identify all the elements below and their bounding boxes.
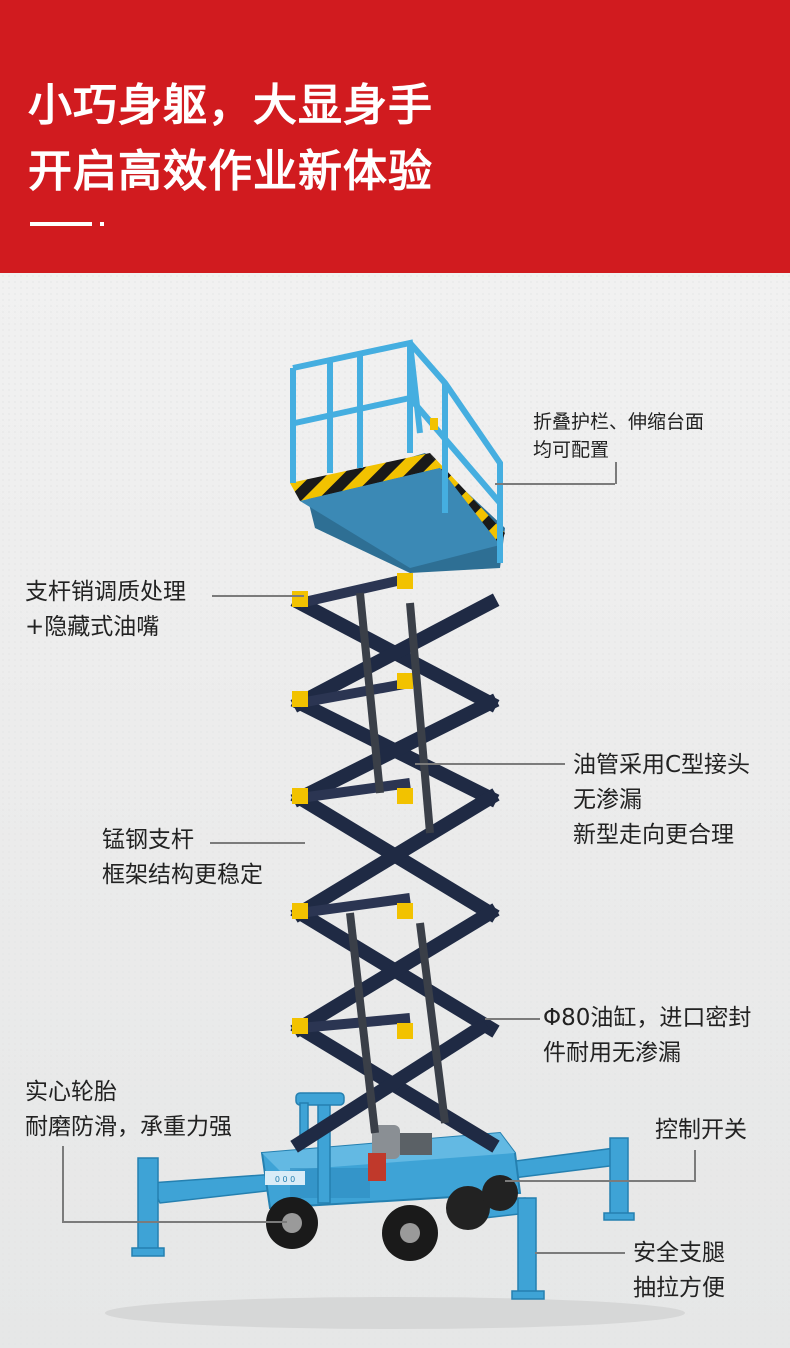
scissor-arms bbox=[290, 593, 500, 1153]
callout-steel: 锰钢支杆 框架结构更稳定 bbox=[102, 823, 263, 893]
scissor-cross-bars bbox=[298, 573, 412, 1033]
leader-steel bbox=[210, 842, 305, 844]
callout-guardrail: 折叠护栏、伸缩台面 均可配置 bbox=[533, 408, 704, 464]
headline-line-1: 小巧身躯，大显身手 bbox=[28, 80, 433, 131]
callout-hose-line3: 新型走向更合理 bbox=[573, 822, 734, 848]
leader-guardrail bbox=[495, 483, 615, 485]
leader-cylinder bbox=[485, 1018, 540, 1020]
scissor-lift-illustration: 0 0 0 bbox=[105, 339, 685, 1329]
header-banner: 小巧身躯，大显身手 开启高效作业新体验 bbox=[0, 0, 790, 273]
callout-hose-line1: 油管采用C型接头 bbox=[573, 752, 751, 778]
hydraulic-cylinders bbox=[346, 592, 449, 1134]
callout-switch: 控制开关 bbox=[655, 1113, 747, 1148]
leader-leg bbox=[535, 1252, 625, 1254]
leader-switch bbox=[505, 1180, 695, 1182]
leader-tire bbox=[62, 1221, 287, 1223]
guardrail bbox=[290, 339, 503, 563]
leader-pin bbox=[212, 595, 304, 597]
callout-leg-line2: 抽拉方便 bbox=[633, 1275, 725, 1301]
pump-unit bbox=[368, 1125, 432, 1181]
headline-underline bbox=[30, 222, 92, 226]
callout-tire-line2: 耐磨防滑，承重力强 bbox=[25, 1114, 232, 1140]
callout-leg-line1: 安全支腿 bbox=[633, 1240, 725, 1266]
svg-text:0 0 0: 0 0 0 bbox=[275, 1175, 295, 1184]
callout-steel-line2: 框架结构更稳定 bbox=[102, 862, 263, 888]
callout-guardrail-line2: 均可配置 bbox=[533, 439, 610, 461]
leader-hose bbox=[415, 763, 565, 765]
headline-line-2: 开启高效作业新体验 bbox=[28, 146, 433, 197]
callout-guardrail-line1: 折叠护栏、伸缩台面 bbox=[533, 411, 705, 433]
wheels bbox=[266, 1175, 518, 1261]
callout-cylinder: Φ80油缸，进口密封 件耐用无渗漏 bbox=[543, 1001, 751, 1071]
callout-pin-line2: +隐藏式油嘴 bbox=[25, 614, 160, 640]
callout-steel-line1: 锰钢支杆 bbox=[102, 827, 194, 853]
callout-hose: 油管采用C型接头 无渗漏 新型走向更合理 bbox=[573, 748, 750, 853]
callout-leg: 安全支腿 抽拉方便 bbox=[633, 1236, 725, 1306]
callout-hose-line2: 无渗漏 bbox=[573, 787, 642, 813]
callout-tire: 实心轮胎 耐磨防滑，承重力强 bbox=[25, 1075, 232, 1145]
callout-pin-line1: 支杆销调质处理 bbox=[25, 579, 186, 605]
headline-underline-dot bbox=[100, 222, 104, 226]
leader-tire-vertical bbox=[62, 1146, 64, 1222]
callout-tire-line1: 实心轮胎 bbox=[25, 1079, 117, 1105]
callout-switch-line1: 控制开关 bbox=[655, 1117, 747, 1143]
callout-cylinder-line1: Φ80油缸，进口密封 bbox=[543, 1005, 752, 1031]
leader-switch-vertical bbox=[694, 1150, 696, 1182]
callout-pin: 支杆销调质处理 +隐藏式油嘴 bbox=[25, 575, 186, 645]
work-platform bbox=[290, 453, 505, 573]
leader-guardrail-vertical bbox=[615, 462, 617, 484]
callout-cylinder-line2: 件耐用无渗漏 bbox=[543, 1040, 681, 1066]
